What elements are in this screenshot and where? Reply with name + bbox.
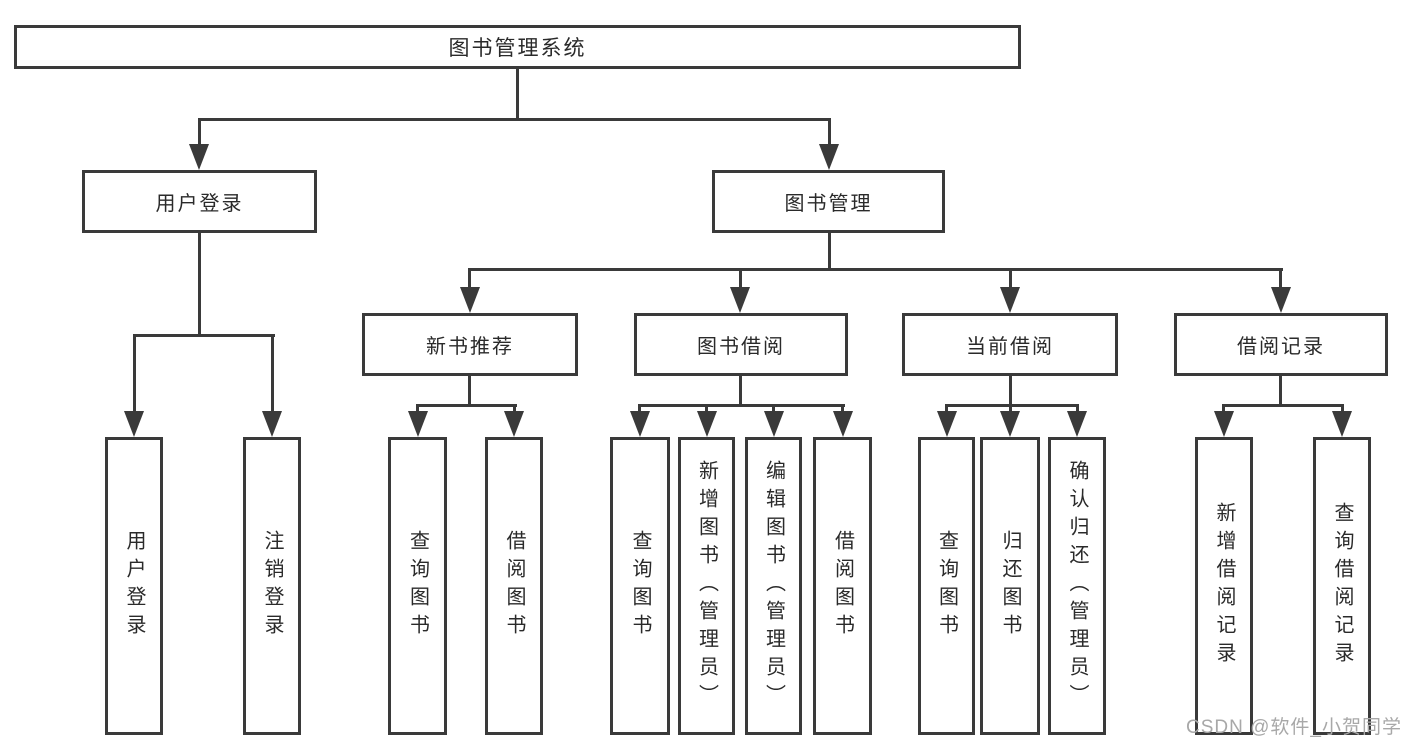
connector-line <box>516 69 519 121</box>
connector-line <box>198 118 831 121</box>
leaf-user-login: 用户登录 <box>105 437 163 735</box>
connector-line <box>1222 404 1225 413</box>
arrow-down-icon <box>1067 411 1087 437</box>
connector-line <box>705 404 708 413</box>
connector-line <box>739 376 742 407</box>
leaf-current-query-books: 查询图书 <box>918 437 975 735</box>
arrow-down-icon <box>1000 411 1020 437</box>
arrow-down-icon <box>408 411 428 437</box>
leaf-return-books: 归还图书 <box>980 437 1040 735</box>
connector-line <box>1279 268 1282 288</box>
node-current-borrowing: 当前借阅 <box>902 313 1118 376</box>
connector-line <box>1279 376 1282 407</box>
node-user-login: 用户登录 <box>82 170 317 233</box>
node-book-management: 图书管理 <box>712 170 945 233</box>
connector-line <box>198 233 201 337</box>
arrow-down-icon <box>819 144 839 170</box>
connector-line <box>1341 404 1344 413</box>
connector-line <box>1009 268 1012 288</box>
connector-line <box>841 404 844 413</box>
connector-line <box>468 268 471 288</box>
arrow-down-icon <box>697 411 717 437</box>
connector-line <box>945 404 1079 407</box>
leaf-add-books-admin: 新增图书（管理员） <box>678 437 735 735</box>
connector-line <box>513 404 516 413</box>
connector-line <box>772 404 775 413</box>
arrow-down-icon <box>124 411 144 437</box>
arrow-down-icon <box>189 144 209 170</box>
arrow-down-icon <box>1271 287 1291 313</box>
arrow-down-icon <box>504 411 524 437</box>
watermark: CSDN @软件_小贺同学 <box>1186 717 1402 738</box>
arrow-down-icon <box>764 411 784 437</box>
leaf-recommend-query-books: 查询图书 <box>388 437 447 735</box>
arrow-down-icon <box>730 287 750 313</box>
connector-line <box>133 334 136 411</box>
connector-line <box>468 376 471 407</box>
arrow-down-icon <box>1332 411 1352 437</box>
connector-line <box>638 404 641 413</box>
node-borrowing-records: 借阅记录 <box>1174 313 1388 376</box>
arrow-down-icon <box>262 411 282 437</box>
leaf-query-borrow-record: 查询借阅记录 <box>1313 437 1371 735</box>
connector-line <box>945 404 948 413</box>
leaf-confirm-return-admin: 确认归还（管理员） <box>1048 437 1106 735</box>
node-library-system: 图书管理系统 <box>14 25 1021 69</box>
arrow-down-icon <box>937 411 957 437</box>
arrow-down-icon <box>1214 411 1234 437</box>
leaf-borrowing-borrow-books: 借阅图书 <box>813 437 872 735</box>
connector-line <box>1222 404 1344 407</box>
connector-line <box>739 268 742 288</box>
connector-line <box>1009 404 1012 413</box>
connector-line <box>416 404 419 413</box>
leaf-logout: 注销登录 <box>243 437 301 735</box>
arrow-down-icon <box>1000 287 1020 313</box>
connector-line <box>133 334 275 337</box>
leaf-borrowing-query-books: 查询图书 <box>610 437 670 735</box>
connector-line <box>198 118 201 147</box>
arrow-down-icon <box>630 411 650 437</box>
arrow-down-icon <box>833 411 853 437</box>
connector-line <box>1009 376 1012 407</box>
connector-line <box>828 118 831 147</box>
node-new-book-recommend: 新书推荐 <box>362 313 578 376</box>
connector-line <box>828 233 831 271</box>
connector-line <box>1076 404 1079 413</box>
leaf-recommend-borrow-books: 借阅图书 <box>485 437 543 735</box>
leaf-edit-books-admin: 编辑图书（管理员） <box>745 437 802 735</box>
connector-line <box>416 404 517 407</box>
node-book-borrowing: 图书借阅 <box>634 313 848 376</box>
connector-line <box>638 404 845 407</box>
connector-line <box>271 334 274 411</box>
leaf-add-borrow-record: 新增借阅记录 <box>1195 437 1253 735</box>
arrow-down-icon <box>460 287 480 313</box>
connector-line <box>469 268 1283 271</box>
